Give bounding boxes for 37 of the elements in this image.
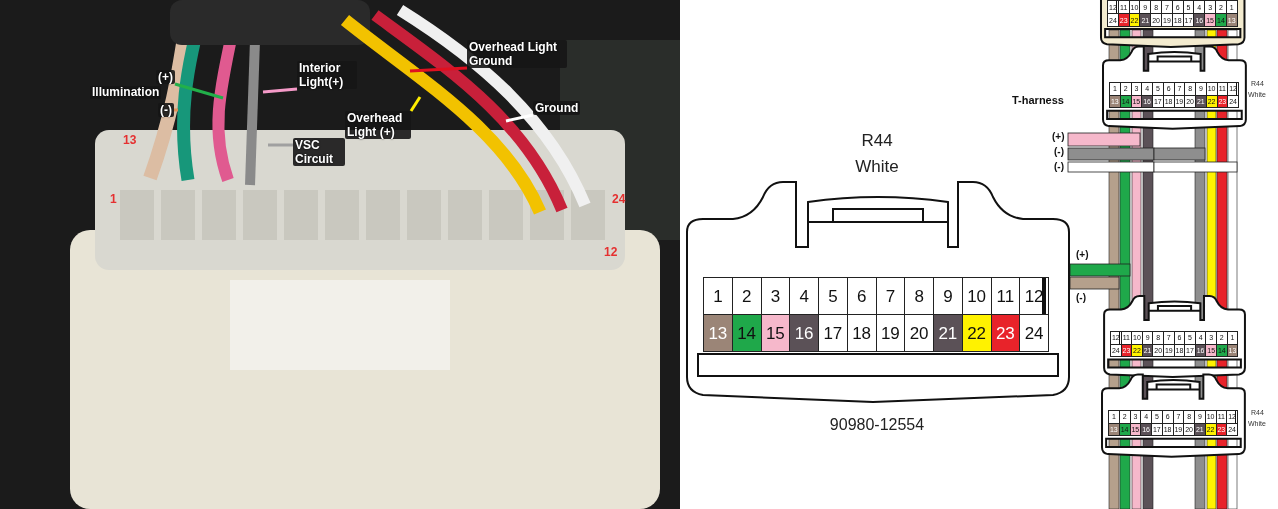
- connector-label: White: [855, 158, 899, 177]
- leader-line: [409, 96, 422, 112]
- pin-number: 12: [1019, 277, 1049, 315]
- leader-line: [409, 66, 468, 73]
- pin-number: 24: [1019, 314, 1049, 352]
- pin-number: 23: [990, 314, 1021, 352]
- callout-label: VSC Circuit: [293, 138, 345, 166]
- pin-number: 21: [933, 314, 963, 352]
- wire-label: Illumination: [90, 86, 162, 100]
- pin-number: 22: [961, 314, 992, 352]
- leader-line: [268, 143, 293, 147]
- leader-line: [174, 108, 178, 112]
- callout-label: (-): [158, 103, 174, 117]
- pin-number: 1: [110, 193, 117, 207]
- polarity-label: (+): [1052, 131, 1065, 142]
- harness-label: T-harness: [1012, 94, 1064, 107]
- pin-number: 15: [760, 314, 791, 352]
- callout-label: Overhead Light Ground: [467, 40, 567, 68]
- pin-number: 12: [604, 246, 618, 260]
- polarity-label: (-): [1054, 146, 1064, 157]
- pin-number: 14: [731, 314, 762, 352]
- leader-line: [262, 87, 298, 94]
- callout-label: Ground: [533, 101, 581, 115]
- pin-number: 16: [789, 314, 819, 352]
- leader-line: [174, 82, 224, 100]
- polarity-label: (-): [1054, 161, 1064, 172]
- callout-label: (+): [156, 70, 175, 84]
- pin-number: 1: [703, 277, 733, 315]
- polarity-label: (+): [1076, 249, 1089, 260]
- leader-line: [505, 113, 534, 123]
- callout-label: Overhead Light (+): [345, 111, 411, 139]
- part-number: 90980-12554: [829, 416, 925, 434]
- pin-number: 13: [703, 314, 733, 352]
- callout-label: Interior Light(+): [297, 61, 357, 89]
- polarity-label: (-): [1076, 292, 1086, 303]
- connector-label: R44: [861, 132, 893, 151]
- pin-number: 13: [123, 134, 137, 148]
